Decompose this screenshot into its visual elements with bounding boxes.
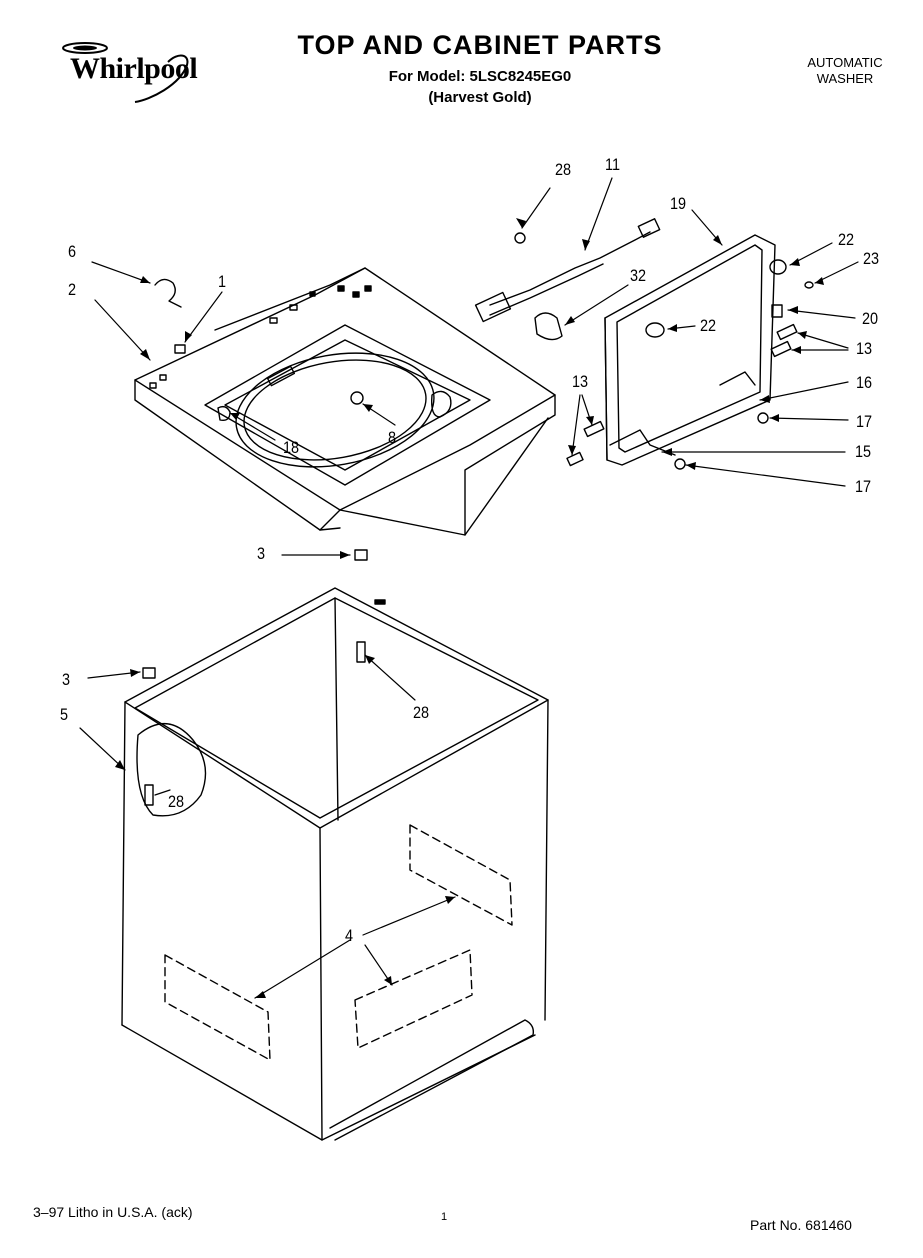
callout-2: 2 (68, 280, 77, 299)
callout-22-upper: 22 (838, 230, 855, 249)
callout-22-lower: 22 (700, 316, 717, 335)
leader-lines (79, 177, 859, 999)
callout-11: 11 (605, 155, 621, 174)
callout-4: 4 (345, 926, 354, 945)
callout-28-cabinet: 28 (413, 703, 430, 722)
part-number: Part No. 681460 (750, 1217, 852, 1233)
whirlpool-logo (40, 40, 215, 110)
callout-18: 18 (283, 438, 300, 457)
callout-19: 19 (670, 194, 687, 213)
callout-13-right: 13 (856, 339, 873, 358)
washer-lid (604, 234, 776, 466)
logo-swirl-icon (62, 42, 189, 103)
callout-13-left: 13 (572, 372, 589, 391)
callout-28-harness-screw: 28 (555, 160, 572, 179)
callout-1: 1 (218, 272, 227, 291)
print-info: 3–97 Litho in U.S.A. (ack) (33, 1204, 193, 1220)
callout-3-lower: 3 (62, 670, 71, 689)
callout-5: 5 (60, 705, 69, 724)
callout-16: 16 (856, 373, 873, 392)
appliance-type-line2: WASHER (816, 71, 874, 86)
callout-15: 15 (855, 442, 872, 461)
callout-3-upper: 3 (257, 544, 266, 563)
callout-23: 23 (863, 249, 880, 268)
callout-17-lower: 17 (855, 477, 872, 496)
callout-6: 6 (68, 242, 77, 261)
small-parts (142, 218, 814, 806)
washer-cabinet (121, 587, 549, 1141)
washer-top-panel (134, 267, 556, 536)
callout-20: 20 (862, 309, 879, 328)
page-title: TOP AND CABINET PARTS (297, 30, 663, 60)
callout-32: 32 (630, 266, 647, 285)
callout-28-side-panel: 28 (168, 792, 185, 811)
model-line: For Model: 5LSC8245EG0 (388, 68, 572, 85)
callout-17-upper: 17 (856, 412, 873, 431)
page-number: 1 (441, 1211, 448, 1223)
brand-name: Whirlpool (70, 52, 198, 85)
callout-8: 8 (388, 428, 397, 447)
appliance-type-line1: AUTOMATIC (807, 55, 883, 70)
arrowheads (115, 218, 824, 998)
color-line: (Harvest Gold) (428, 89, 532, 106)
